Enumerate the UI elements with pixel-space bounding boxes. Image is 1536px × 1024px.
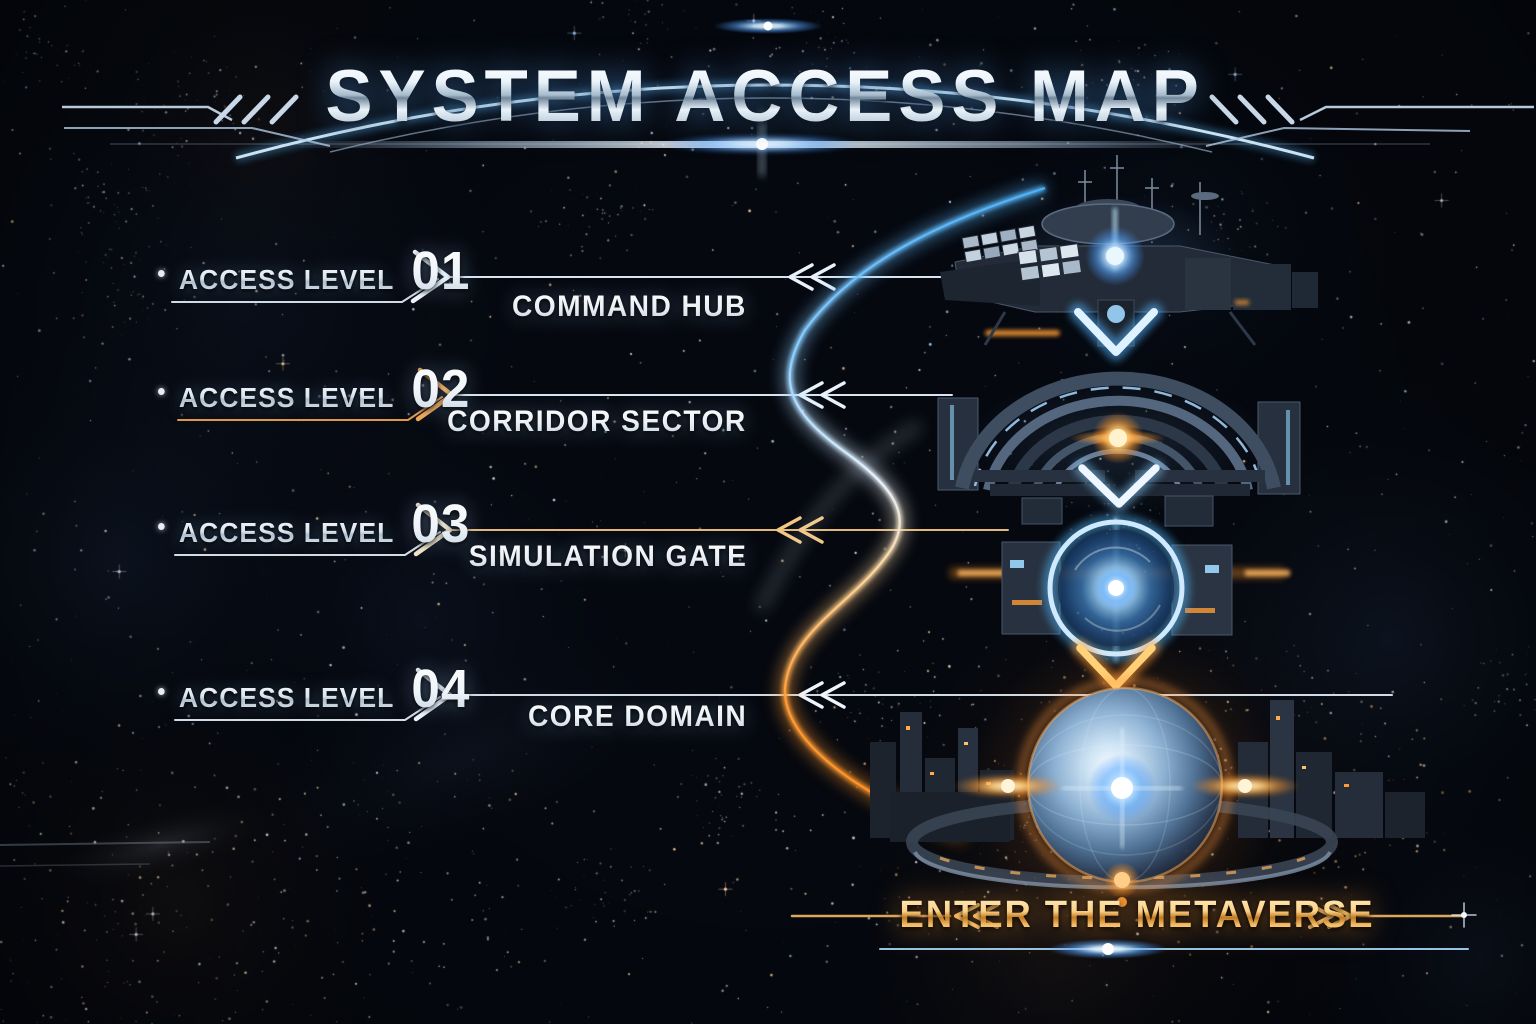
station-command-hub[interactable] [940,155,1318,347]
access-level-prefix: ACCESS LEVEL [178,517,395,548]
down-chevron-1-icon [1069,303,1163,361]
light-streaks [0,841,211,867]
access-level-number: 02 [411,359,471,419]
title-frame [62,18,1534,176]
node-label-command-hub: COMMAND HUB [512,290,747,323]
node-label-core-domain: CORE DOMAIN [527,700,747,733]
station-corridor-sector[interactable] [937,371,1301,527]
solar-panel-grid [1017,243,1083,282]
title-right-slashes-icon [1209,94,1295,125]
bullet-dot [158,269,165,277]
access-level-prefix: ACCESS LEVEL [178,382,395,413]
access-level-number: 04 [411,659,471,719]
level-4-arrow-icon [798,681,846,709]
level-2-chevron-icon [415,367,455,422]
level-3-chevron-icon [413,502,453,557]
bullet-dot [158,522,165,530]
level-2-connector [177,367,953,422]
cta-decoration [790,902,1477,959]
level-4-chevron-icon [413,667,453,722]
station-core-domain[interactable] [870,628,1425,948]
title-left-slashes-icon [213,94,299,125]
access-level-number: 03 [411,494,471,554]
access-level-row-4[interactable]: ACCESS LEVEL 04 [158,658,470,720]
access-level-row-2[interactable]: ACCESS LEVEL 02 [158,358,470,420]
cta-right-chevrons-icon [1308,903,1353,929]
solar-panel-grid [961,224,1039,264]
bullet-dot [158,687,165,695]
level-1-arrow-icon [788,263,836,291]
page-title: SYSTEM ACCESS MAP [325,56,1205,137]
down-chevron-2-icon [1074,460,1164,512]
access-level-prefix: ACCESS LEVEL [178,264,395,295]
node-label-simulation-gate: SIMULATION GATE [468,540,747,573]
bullet-dot [158,387,165,395]
access-level-number: 01 [411,241,471,301]
access-level-row-1[interactable]: ACCESS LEVEL 01 [158,240,470,302]
level-1-chevron-icon [410,249,451,304]
node-label-corridor-sector: CORRIDOR SECTOR [447,405,747,438]
enter-metaverse-button[interactable]: ENTER THE METAVERSE [899,894,1375,936]
energy-path [754,181,1048,842]
cta-left-chevrons-icon [954,903,999,929]
access-level-row-3[interactable]: ACCESS LEVEL 03 [158,493,470,555]
access-level-prefix: ACCESS LEVEL [178,682,395,713]
